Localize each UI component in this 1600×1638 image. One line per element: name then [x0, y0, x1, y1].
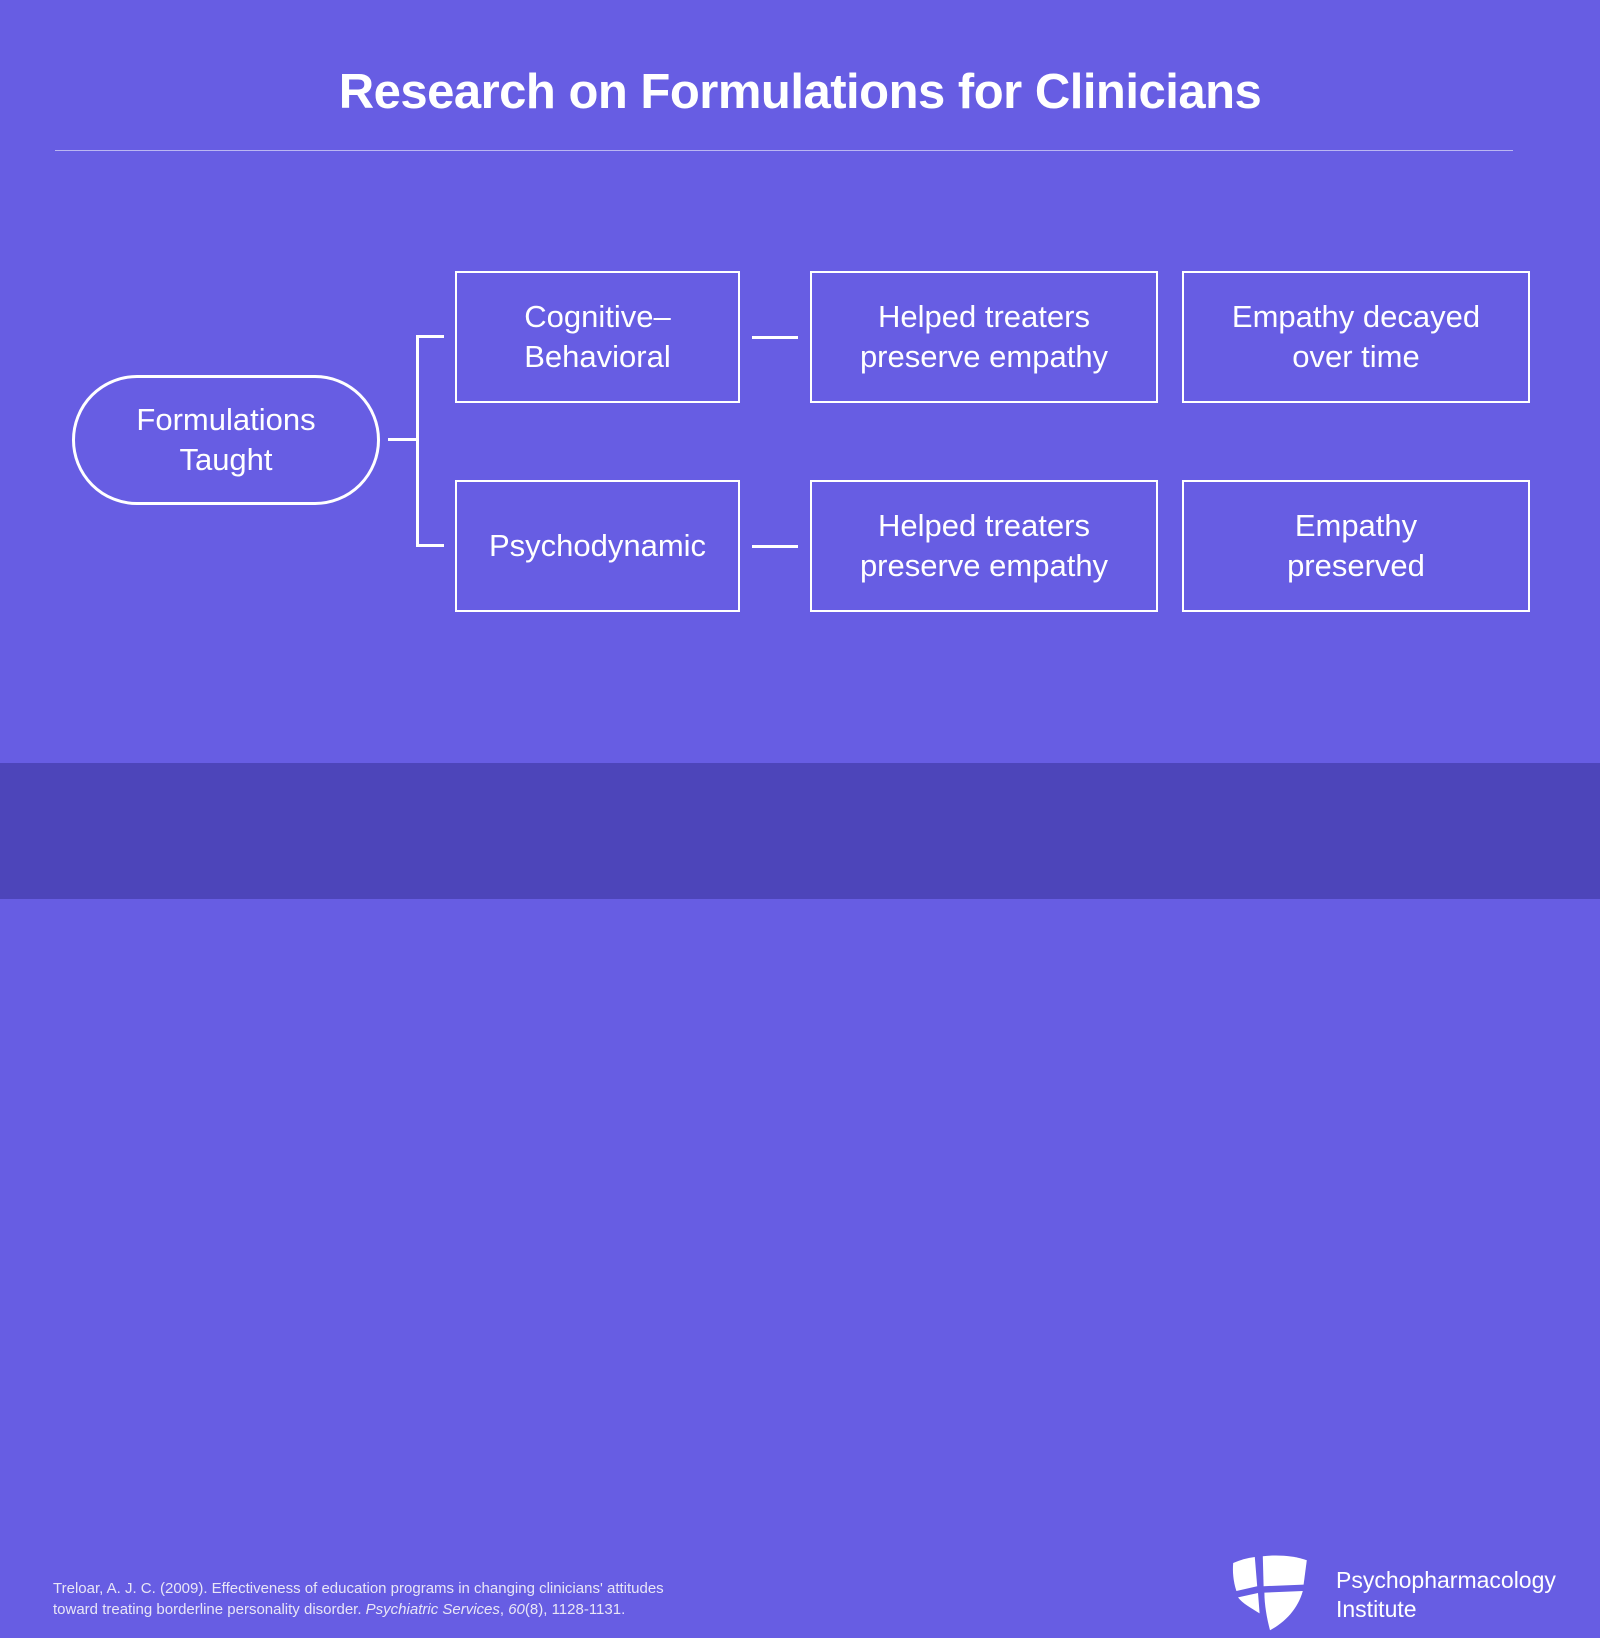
citation-line2: toward treating borderline personality d… — [53, 1600, 626, 1618]
logo-text-line1: Psychopharmacology — [1336, 1567, 1556, 1593]
outcome-node-label: Empathy preserved — [1287, 508, 1425, 583]
citation: Treloar, A. J. C. (2009). Effectiveness … — [53, 1579, 713, 1620]
outcome-node-label: Empathy decayed over time — [1231, 299, 1481, 374]
citation-volume: 60 — [508, 1600, 525, 1618]
citation-line1: Treloar, A. J. C. (2009). Effectiveness … — [53, 1580, 664, 1597]
connector-root-to-branches — [388, 438, 418, 441]
finding-node-row2: Helped treaters preserve empathy — [810, 480, 1158, 612]
branch-node-label: Cognitive– Behavioral — [524, 299, 671, 374]
logo-text: Psychopharmacology Institute — [1336, 1566, 1556, 1624]
citation-journal: Psychiatric Services — [365, 1600, 500, 1618]
branch-node-label: Psychodynamic — [488, 528, 707, 564]
outcome-node-row2: Empathy preserved — [1182, 480, 1530, 612]
finding-node-label: Helped treaters preserve empathy — [859, 299, 1109, 374]
outcome-node-row1: Empathy decayed over time — [1182, 271, 1530, 403]
footer: Treloar, A. J. C. (2009). Effectiveness … — [0, 763, 1600, 1631]
branch-node-psychodynamic: Psychodynamic — [455, 480, 740, 612]
connector-branch-bottom-stub — [416, 544, 444, 547]
page-title: Research on Formulations for Clinicians — [338, 65, 1262, 119]
branch-node-cognitive-behavioral: Cognitive– Behavioral — [455, 271, 740, 403]
connector-row1 — [752, 336, 798, 339]
slide: Research on Formulations for Clinicians … — [0, 65, 1600, 1631]
connector-branch-vertical — [416, 335, 419, 547]
root-node-formulations-taught: Formulations Taught — [72, 375, 380, 505]
title-divider — [55, 150, 1513, 151]
root-node-label: Formulations Taught — [136, 402, 316, 477]
connector-branch-top-stub — [416, 335, 444, 338]
connector-row2 — [752, 545, 798, 548]
shield-cross-icon — [1232, 1555, 1307, 1631]
finding-node-label: Helped treaters preserve empathy — [859, 508, 1109, 583]
logo-text-line2: Institute — [1336, 1596, 1417, 1622]
finding-node-row1: Helped treaters preserve empathy — [810, 271, 1158, 403]
logo: Psychopharmacology Institute — [1230, 1552, 1556, 1638]
